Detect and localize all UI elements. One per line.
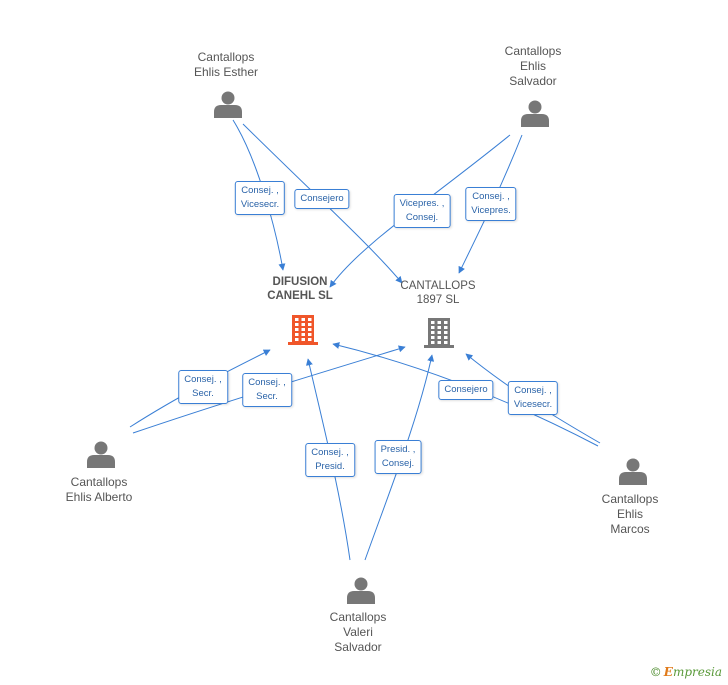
person-name-line: Salvador [334, 640, 382, 654]
edge-role-text: Secr. [256, 391, 278, 402]
edge-role-text: Consej. [405, 212, 439, 223]
company-name-line: DIFUSION [272, 276, 328, 288]
edge-role-text: Vicepres. [471, 205, 511, 216]
company-name-label[interactable]: CANTALLOPS 1897 SL [400, 279, 475, 307]
person-name-line: Cantallops [601, 492, 659, 506]
edge-role-text: Consej. , [472, 191, 510, 202]
person-name-line: Ehlis Esther [193, 65, 259, 79]
edge-role-text: Consejero [300, 193, 344, 204]
empresia-footer[interactable]: ©Empresia [650, 665, 722, 679]
edge-role-text: Consej. , [248, 377, 286, 388]
brand-initial: E [663, 665, 673, 679]
person-name-line: Cantallops [197, 50, 255, 64]
edge-role-label[interactable]: Consej. , Secr. [242, 373, 292, 407]
edge-role-label[interactable]: Consej. , Vicepres. [465, 187, 517, 221]
person-name-line: Cantallops [70, 475, 128, 489]
building-icon[interactable] [424, 318, 454, 348]
edge-role-text: Presid. [315, 461, 345, 472]
edge-role-label[interactable]: Consej. , Presid. [305, 443, 355, 477]
edge-role-text: Consej. , [514, 385, 552, 396]
person-name-line: Ehlis Alberto [65, 490, 133, 504]
person-name-line: Ehlis [616, 507, 644, 521]
edge-role-label[interactable]: Consej. , Vicesecr. [507, 381, 559, 415]
company-name-line: 1897 SL [416, 294, 460, 306]
edge-role-text: Presid. , [380, 444, 416, 455]
edge-role-text: Secr. [192, 388, 214, 399]
company-name-label[interactable]: DIFUSION CANEHL SL [267, 275, 333, 303]
edge-role-label[interactable]: Consejero [294, 189, 350, 209]
person-icon[interactable] [87, 441, 115, 469]
copyright-symbol: © [649, 665, 662, 679]
edge-role-text: Vicesecr. [513, 399, 553, 410]
building-icon[interactable] [288, 315, 318, 345]
edge-role-label[interactable]: Consej. , Vicesecr. [234, 181, 286, 215]
edge-role-text: Consej. [381, 458, 415, 469]
edge-role-text: Consej. , [184, 374, 222, 385]
person-name-line: Salvador [509, 74, 557, 88]
person-icon[interactable] [619, 458, 647, 486]
edge-role-text: Consej. , [241, 185, 279, 196]
person-icon[interactable] [347, 577, 375, 605]
person-name-line: Valeri [343, 625, 373, 639]
edge-role-text: Consej. , [311, 447, 349, 458]
edge-role-text: Vicesecr. [240, 199, 280, 210]
person-icon[interactable] [214, 91, 242, 119]
edges-layer [129, 119, 601, 561]
brand-name: mpresia [672, 665, 722, 679]
person-icon[interactable] [521, 100, 549, 128]
edge-role-text: Consejero [444, 384, 488, 395]
person-name-line: Cantallops [329, 610, 387, 624]
person-name-line: Cantallops [504, 44, 562, 58]
person-name-line: Ehlis [519, 59, 547, 73]
person-name-line: Marcos [610, 522, 650, 536]
edge-role-label[interactable]: Consej. , Secr. [178, 370, 228, 404]
company-name-line: CANTALLOPS [400, 280, 476, 292]
edge-role-label[interactable]: Vicepres. , Consej. [393, 194, 451, 228]
edge-role-label[interactable]: Presid. , Consej. [374, 440, 422, 474]
edge-role-text: Vicepres. , [399, 198, 445, 209]
edge-p-esther-to-c-cantallops [242, 123, 403, 284]
icons-layer [87, 91, 647, 605]
company-name-line: CANEHL SL [267, 290, 333, 302]
edge-role-label[interactable]: Consejero [438, 380, 494, 400]
